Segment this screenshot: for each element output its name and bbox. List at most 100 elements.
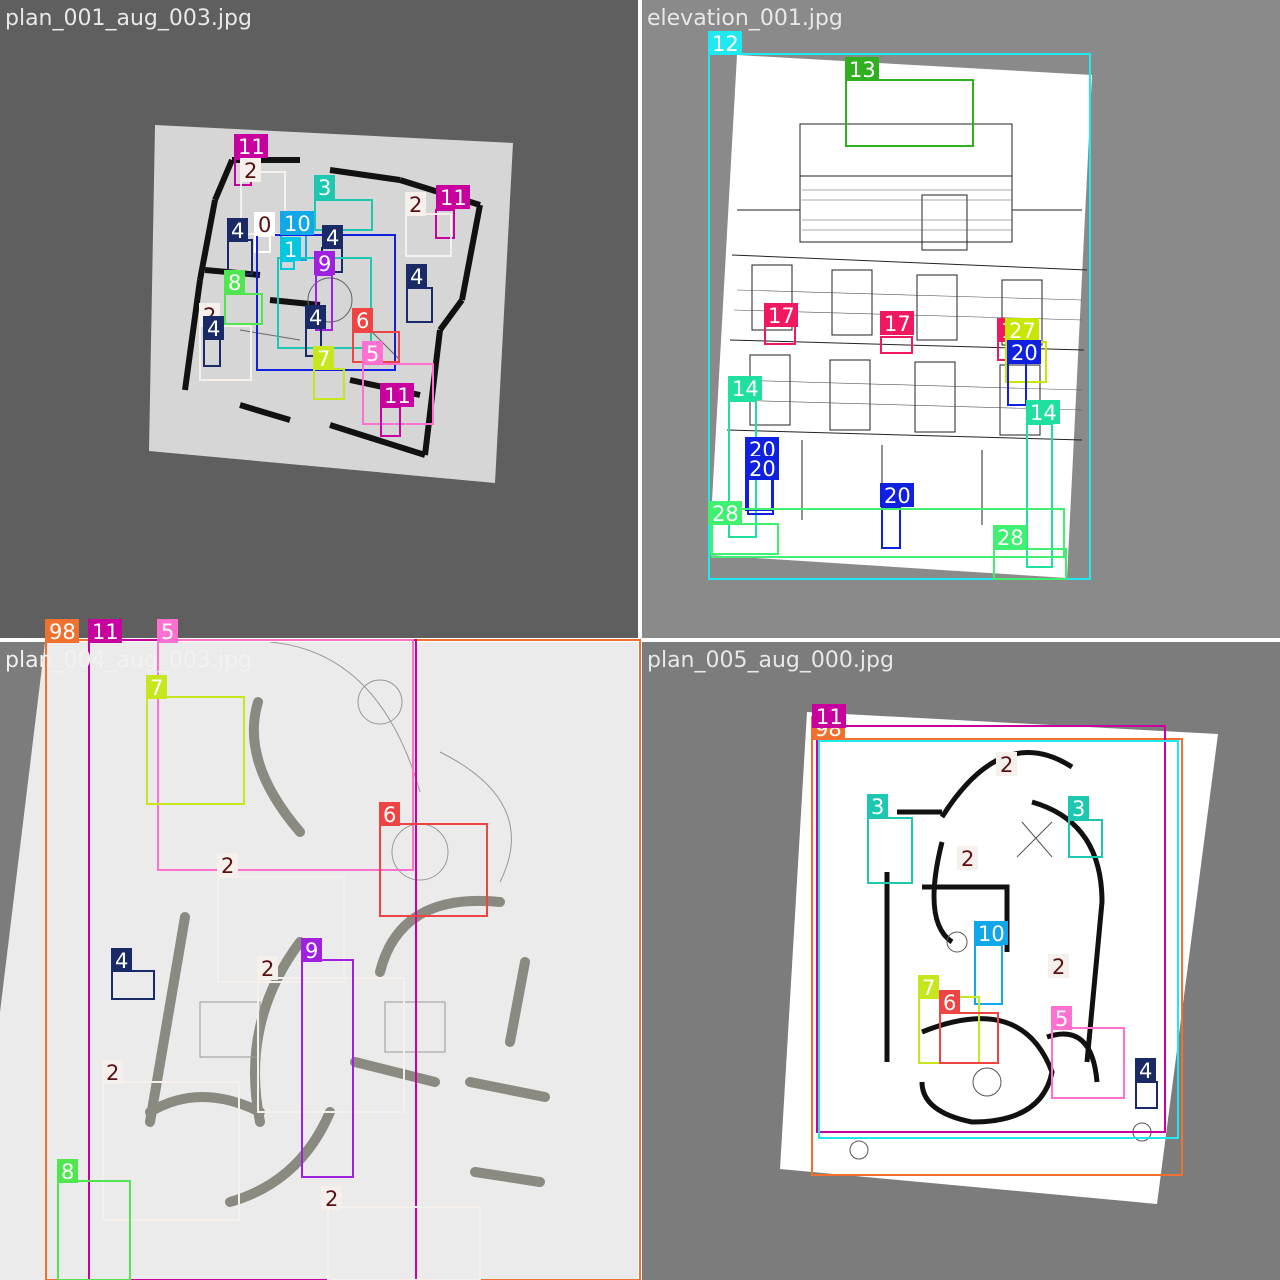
svg-text:2: 2 — [221, 854, 234, 878]
bbox-label-7: 7 — [146, 675, 167, 700]
bbox-class-4 — [203, 337, 221, 367]
bbox-class-4 — [406, 287, 433, 323]
svg-text:2: 2 — [244, 159, 257, 183]
bbox-label-3: 3 — [314, 175, 335, 200]
svg-text:28: 28 — [997, 526, 1024, 550]
bbox-label-11: 11 — [812, 704, 846, 729]
bbox-class-14 — [1026, 423, 1053, 568]
bbox-label-20: 20 — [1007, 340, 1041, 365]
svg-text:2: 2 — [325, 1187, 338, 1211]
svg-text:6: 6 — [943, 991, 956, 1015]
bbox-label-3: 3 — [867, 794, 888, 819]
bbox-class-5 — [1051, 1027, 1125, 1099]
bbox-label-2: 2 — [240, 158, 261, 183]
bbox-class-2 — [199, 325, 252, 381]
bbox-class-17 — [764, 325, 796, 345]
bbox-class-2 — [327, 1206, 481, 1280]
bbox-label-12: 12 — [708, 31, 742, 56]
bbox-class-11 — [380, 406, 401, 437]
svg-text:17: 17 — [884, 312, 911, 336]
bbox-label-2: 2 — [102, 1060, 123, 1085]
bbox-label-14: 14 — [1026, 400, 1060, 425]
bbox-class-2 — [257, 977, 405, 1113]
bbox-class-5 — [362, 363, 434, 425]
bbox-class-4 — [1135, 1081, 1158, 1109]
floorplan-thumbnail-5 — [780, 712, 1218, 1204]
bbox-class-3 — [867, 817, 913, 884]
bbox-label-9: 9 — [314, 251, 335, 276]
bbox-class-28 — [993, 548, 1067, 580]
svg-text:4: 4 — [410, 265, 423, 289]
bbox-label-11: 11 — [380, 383, 414, 408]
bbox-class-12 — [708, 53, 1091, 580]
svg-text:7: 7 — [150, 676, 163, 700]
bbox-class-98 — [811, 738, 1183, 1176]
svg-text:14: 14 — [732, 377, 759, 401]
bbox-label-6: 6 — [939, 990, 960, 1015]
svg-text:2: 2 — [261, 957, 274, 981]
svg-text:20: 20 — [1011, 341, 1038, 365]
svg-text:6: 6 — [356, 309, 369, 333]
svg-text:11: 11 — [92, 620, 119, 644]
bbox-label-13: 13 — [845, 57, 879, 82]
svg-text:12: 12 — [712, 32, 739, 56]
svg-text:4: 4 — [231, 219, 244, 243]
bbox-label-8: 8 — [224, 270, 245, 295]
bbox-label-0: 0 — [254, 212, 275, 237]
bbox-label-4: 4 — [1135, 1058, 1156, 1083]
svg-text:0: 0 — [258, 213, 271, 237]
bbox-label-4: 4 — [305, 305, 326, 330]
svg-text:2: 2 — [106, 1061, 119, 1085]
bbox-class-20 — [881, 506, 901, 549]
svg-text:11: 11 — [816, 705, 843, 729]
svg-text:2: 2 — [409, 193, 422, 217]
bbox-label-4: 4 — [203, 316, 224, 341]
svg-text:7: 7 — [317, 347, 330, 371]
svg-text:20: 20 — [749, 457, 776, 481]
bbox-class-5 — [157, 639, 414, 871]
bbox-class-8 — [57, 1180, 131, 1280]
bbox-label-9: 9 — [301, 938, 322, 963]
bbox-class-1 — [280, 260, 295, 270]
bbox-class-11 — [816, 725, 1166, 1133]
svg-text:3: 3 — [871, 795, 884, 819]
bbox-class-7 — [313, 368, 345, 400]
svg-text:9: 9 — [305, 939, 318, 963]
bbox-label-28: 28 — [993, 525, 1027, 550]
svg-text:11: 11 — [384, 384, 411, 408]
bbox-class-6 — [379, 823, 488, 917]
bbox-label-3: 3 — [1068, 796, 1089, 821]
svg-text:5: 5 — [1055, 1007, 1068, 1031]
svg-text:20: 20 — [884, 484, 911, 508]
bbox-class-17 — [880, 336, 913, 354]
bbox-class-3 — [1068, 819, 1103, 858]
bbox-class-11 — [88, 639, 417, 1280]
svg-text:14: 14 — [1030, 401, 1057, 425]
svg-text:3: 3 — [1072, 797, 1085, 821]
bbox-class-4 — [227, 239, 253, 275]
svg-text:4: 4 — [207, 317, 220, 341]
bbox-label-20: 20 — [745, 456, 779, 481]
svg-text:98: 98 — [49, 620, 76, 644]
bbox-label-11: 11 — [88, 619, 122, 644]
bbox-label-1: 1 — [280, 237, 301, 262]
bbox-label-7: 7 — [918, 975, 939, 1000]
svg-text:4: 4 — [115, 949, 128, 973]
bbox-label-2: 2 — [957, 846, 978, 871]
bbox-label-2: 2 — [1048, 954, 1069, 979]
svg-text:7: 7 — [922, 976, 935, 1000]
bbox-label-2: 2 — [321, 1186, 342, 1211]
bbox-label-10: 10 — [280, 211, 314, 236]
svg-text:4: 4 — [326, 226, 339, 250]
svg-text:4: 4 — [309, 306, 322, 330]
bbox-label-11: 11 — [436, 185, 470, 210]
bbox-class-2 — [217, 876, 345, 983]
bbox-label-7: 7 — [313, 346, 334, 371]
bbox-label-11: 11 — [234, 134, 268, 159]
bbox-class-3 — [314, 199, 373, 231]
svg-text:2: 2 — [961, 847, 974, 871]
svg-text:9: 9 — [318, 252, 331, 276]
bbox-class-11 — [435, 209, 455, 239]
bbox-label-6: 6 — [352, 308, 373, 333]
